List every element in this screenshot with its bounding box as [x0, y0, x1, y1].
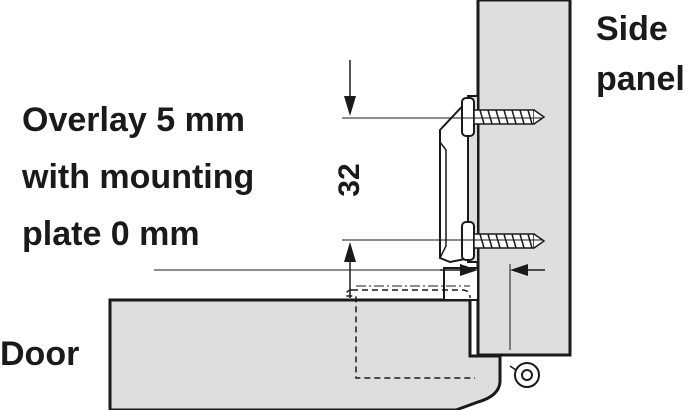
dim-arrow-bottom-head: [344, 242, 356, 262]
side-panel-shape: [476, 0, 572, 357]
overlay-label-line-3: plate 0 mm: [22, 215, 200, 253]
dim-arrow-top-head: [344, 96, 356, 116]
upper-screw: [461, 97, 546, 137]
lower-screw: [461, 221, 546, 261]
overlay-label-line-2: with mounting: [22, 158, 255, 196]
dimension-label: 32: [333, 163, 366, 197]
knuckle-link: [509, 365, 517, 371]
side-panel-label-line-2: panel: [596, 60, 685, 98]
hinge-knuckle-pin: [521, 369, 533, 381]
overlay-label-line-1: Overlay 5 mm: [22, 101, 246, 139]
hinge-arm-detail: [439, 141, 447, 259]
door-label: Door: [0, 335, 80, 373]
mounting-plate-shape: [467, 95, 479, 263]
door-shape: [108, 298, 502, 410]
hidden-plate-outline: [352, 289, 471, 299]
overlay-arrow-right-head: [510, 264, 528, 276]
overlay-arrow-left-head: [460, 264, 478, 276]
side-panel-label: Side panel: [596, 4, 685, 104]
side-panel-label-line-1: Side: [596, 10, 668, 48]
overlay-label: Overlay 5 mm with mounting plate 0 mm: [22, 92, 254, 263]
